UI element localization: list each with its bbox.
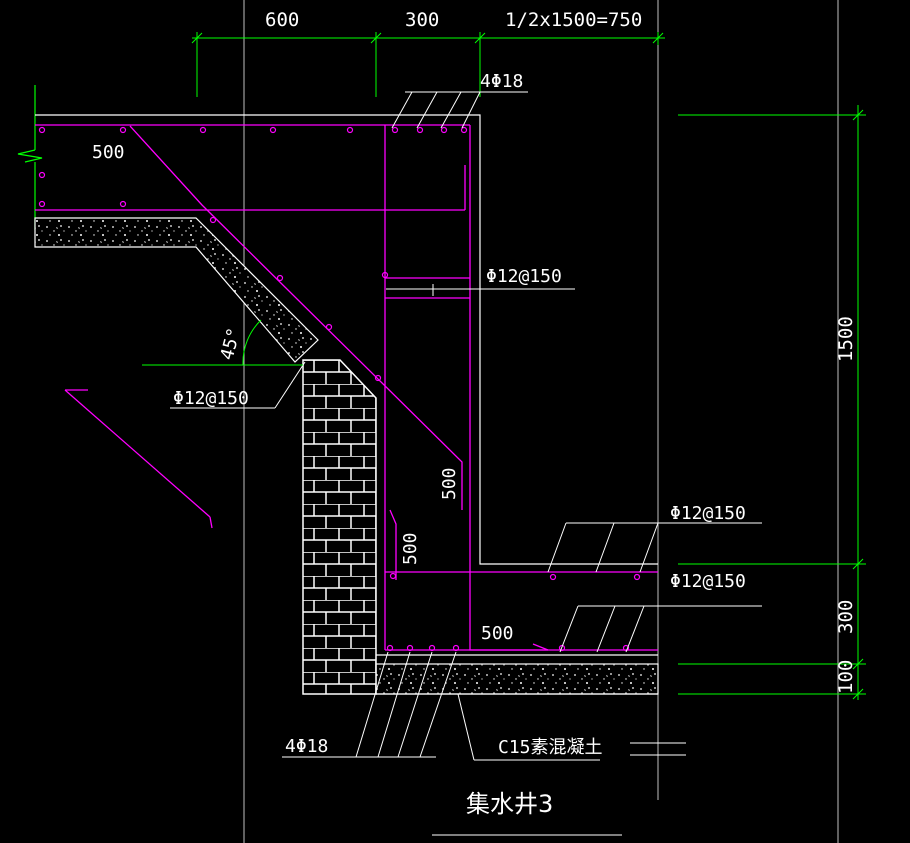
structure-outline bbox=[35, 114, 658, 695]
label-anchor-wall: 500 bbox=[400, 532, 421, 565]
top-dimension bbox=[191, 32, 665, 97]
rebar bbox=[35, 124, 658, 651]
drawing-title: 集水井3 bbox=[466, 790, 553, 818]
label-wall-bar: Φ12@150 bbox=[486, 266, 562, 287]
label-base-bar-upper: Φ12@150 bbox=[670, 503, 746, 524]
label-bedding: C15素混凝土 bbox=[498, 737, 603, 758]
label-slope-bar: Φ12@150 bbox=[173, 388, 249, 409]
bedding-slab bbox=[34, 217, 319, 363]
dim-right-100: 100 bbox=[835, 660, 857, 694]
dim-top-600: 600 bbox=[265, 9, 299, 31]
label-angle: 45° bbox=[217, 325, 246, 362]
rebar-dots bbox=[38, 126, 641, 652]
angle-guide bbox=[142, 319, 303, 366]
label-rebar-bottom: 4Φ18 bbox=[285, 736, 328, 757]
label-rebar-top: 4Φ18 bbox=[480, 71, 523, 92]
label-anchor-base: 500 bbox=[481, 623, 514, 644]
label-anchor-slope: 500 bbox=[439, 467, 460, 500]
label-anchor-top: 500 bbox=[92, 142, 125, 163]
dim-top-300: 300 bbox=[405, 9, 439, 31]
dim-right-300: 300 bbox=[835, 600, 857, 634]
leader-lines bbox=[170, 91, 762, 836]
bedding-base bbox=[375, 663, 659, 695]
break-line bbox=[17, 85, 43, 230]
brick-wall bbox=[302, 359, 377, 695]
label-base-bar-lower: Φ12@150 bbox=[670, 571, 746, 592]
dim-top-750: 1/2x1500=750 bbox=[505, 9, 642, 31]
right-dimension bbox=[678, 105, 866, 700]
dim-right-1500: 1500 bbox=[835, 316, 857, 362]
